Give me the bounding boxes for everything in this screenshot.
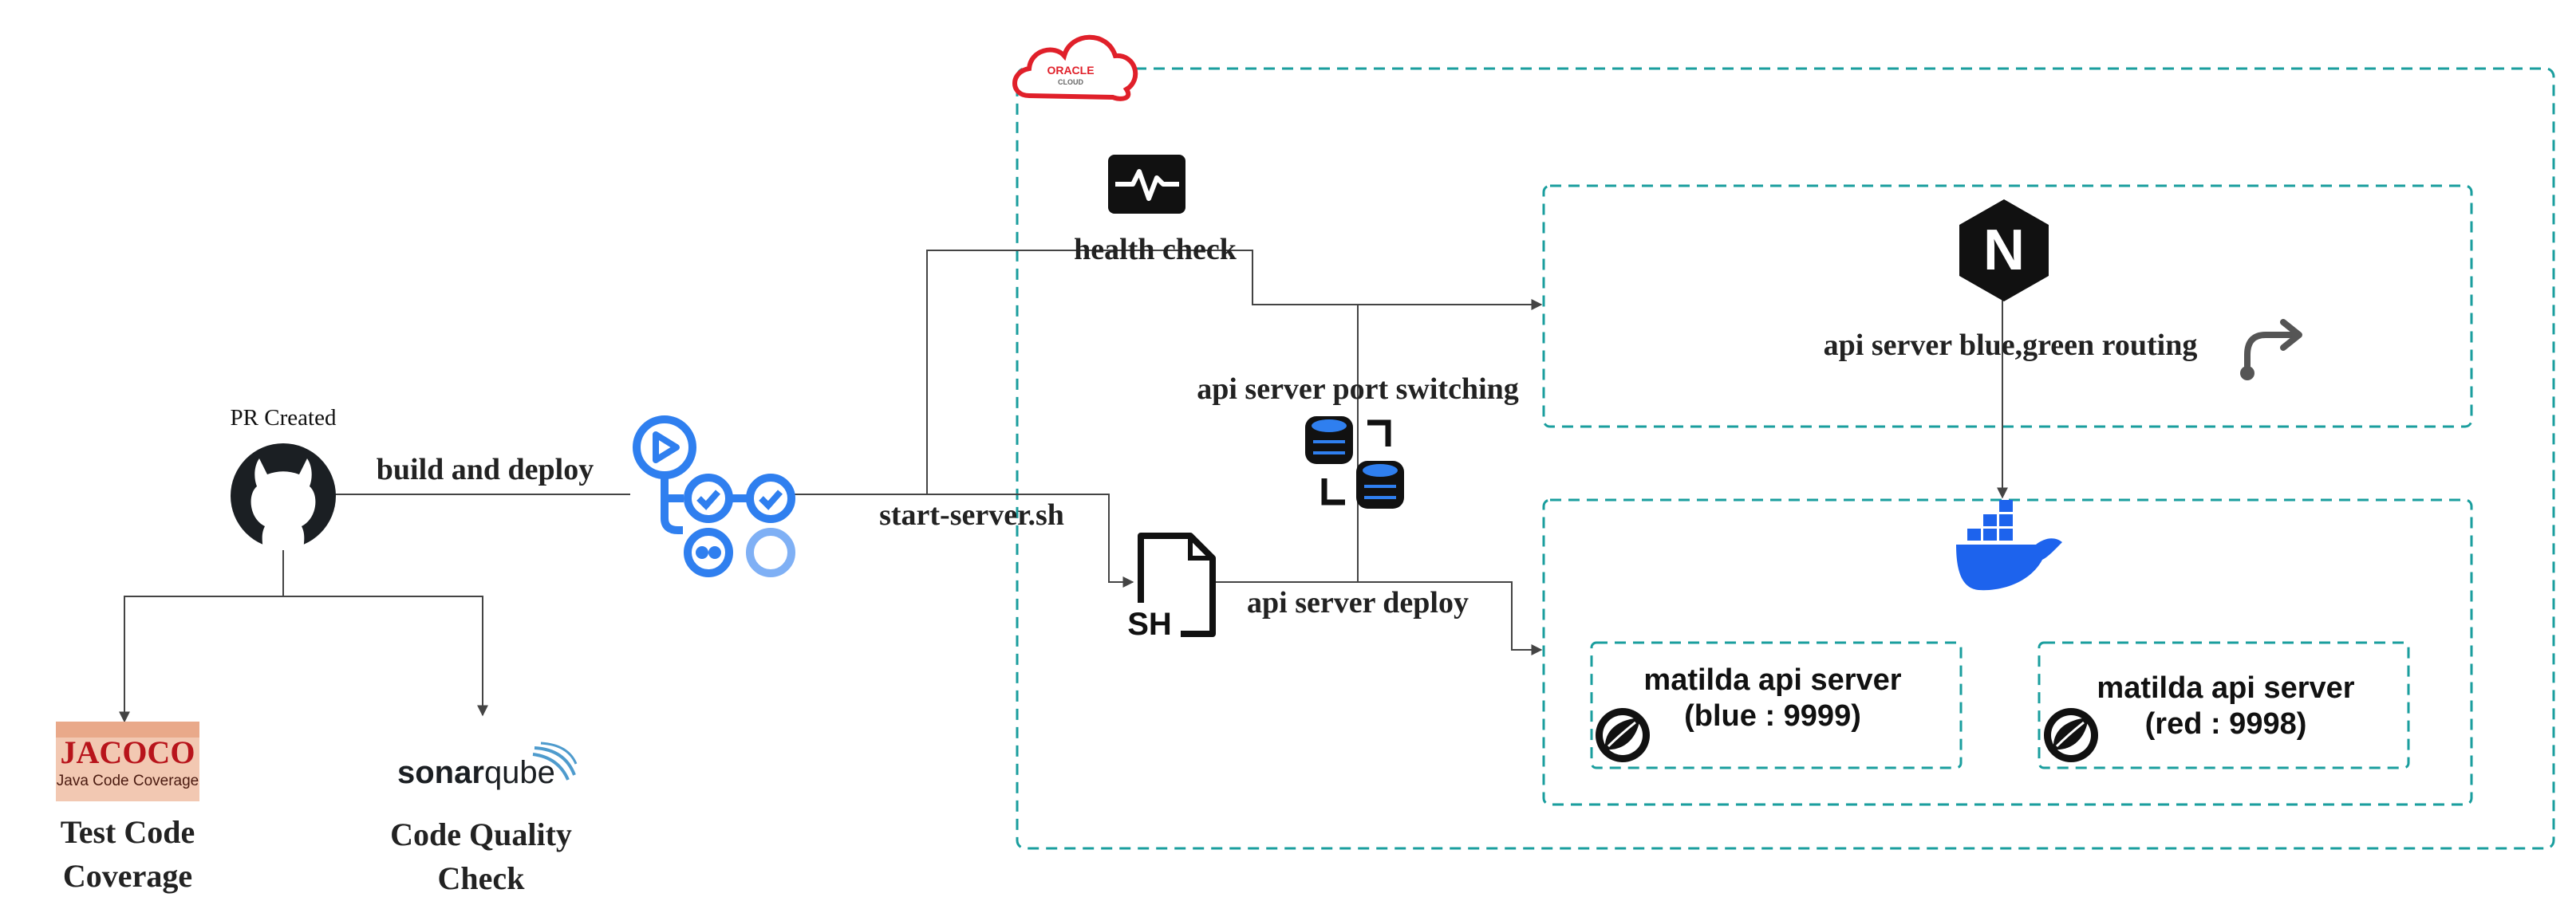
test-coverage-label-2: Coverage: [63, 858, 192, 894]
sonarqube-logo: sonarqube: [397, 742, 578, 790]
health-monitor-icon: [1108, 155, 1185, 214]
blue-server-box: [1590, 641, 1963, 769]
blue-server-name: matilda api server: [1643, 663, 1901, 697]
nginx-letter: N: [1983, 218, 2025, 282]
database-switch-icon: [1305, 416, 1404, 509]
route-icon: [2240, 319, 2302, 380]
jacoco-title: JACOCO: [61, 734, 195, 770]
nginx-icon: N: [1959, 199, 2049, 301]
spring-icon: [1596, 708, 1650, 762]
red-server-name: matilda api server: [2097, 671, 2354, 705]
api-deploy-label: api server deploy: [1247, 586, 1469, 620]
oracle-cloud-boundary: [1016, 67, 2555, 850]
sh-text: SH: [1127, 607, 1172, 642]
oracle-text: ORACLE: [1047, 64, 1094, 77]
edge-github-split: [119, 550, 284, 723]
sonar-text-light: qube: [484, 755, 555, 790]
red-server-port: (red : 9998): [2145, 707, 2307, 741]
test-coverage-label-1: Test Code: [61, 814, 195, 850]
spring-icon: [2044, 708, 2098, 762]
edge-actions-out: [794, 494, 1134, 588]
jacoco-subtitle: Java Code Coverage: [57, 773, 199, 789]
oracle-cloud-icon: ORACLE CLOUD: [1012, 34, 1138, 101]
health-check-label: health check: [1074, 233, 1237, 266]
pr-created-label: PR Created: [231, 405, 337, 431]
connectors: [119, 250, 2008, 723]
edge-github-to-sonar: [283, 596, 488, 717]
start-server-label: start-server.sh: [879, 498, 1064, 532]
port-switching-label: api server port switching: [1197, 372, 1519, 406]
oracle-cloud-text: CLOUD: [1058, 78, 1083, 86]
edge-health-check: [926, 250, 1543, 494]
docker-group: [1542, 498, 2473, 806]
routing-label: api server blue,green routing: [1824, 329, 2198, 362]
sonar-text-bold: sonar: [397, 755, 484, 790]
quality-label-2: Check: [438, 860, 526, 896]
blue-server-port: (blue : 9999): [1684, 699, 1861, 733]
red-server-box: [2038, 641, 2410, 769]
github-icon: [231, 443, 336, 553]
quality-label-1: Code Quality: [390, 816, 572, 852]
shell-script-icon: SH: [1118, 533, 1216, 642]
sonar-text: sonarqube: [397, 755, 555, 790]
nginx-group: [1542, 184, 2473, 428]
github-actions-icon: [633, 415, 795, 577]
docker-icon: [1956, 500, 2062, 591]
edge-api-deploy: [1213, 581, 1543, 655]
build-and-deploy-label: build and deploy: [377, 453, 594, 486]
jacoco-logo: JACOCO Java Code Coverage: [56, 722, 199, 801]
